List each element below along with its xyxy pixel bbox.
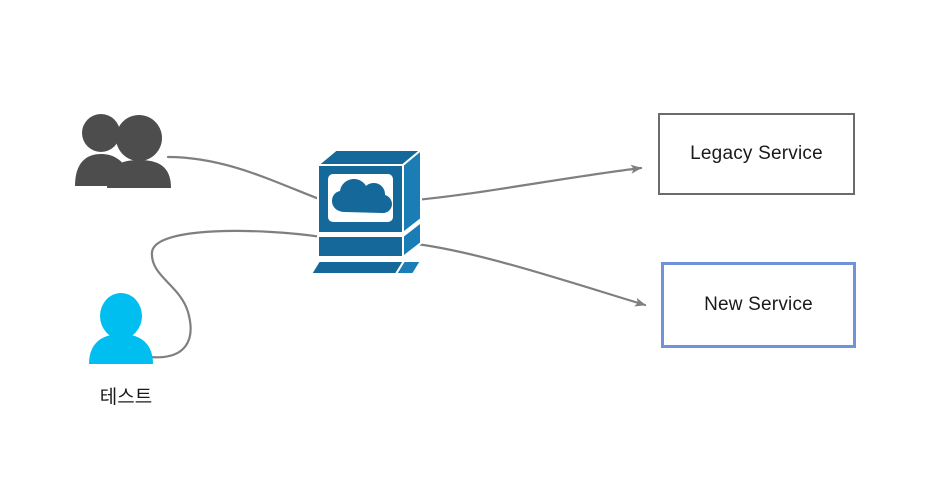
connector-users-to-server — [166, 155, 332, 205]
connector-server-to-new-service — [414, 242, 647, 307]
new-service-box[interactable]: New Service — [661, 262, 856, 348]
new-service-label: New Service — [704, 294, 813, 315]
single-person-icon — [89, 293, 153, 364]
connector-server-to-legacy-service — [402, 164, 643, 203]
monitor-cloud-icon — [309, 147, 424, 275]
connector-layer — [148, 155, 647, 359]
two-people-icon — [75, 114, 171, 188]
legacy-service-box[interactable]: Legacy Service — [658, 113, 855, 195]
connector-test-user-to-server — [148, 229, 324, 359]
legacy-service-label: Legacy Service — [690, 143, 823, 164]
test-user-label: 테스트 — [99, 387, 153, 408]
